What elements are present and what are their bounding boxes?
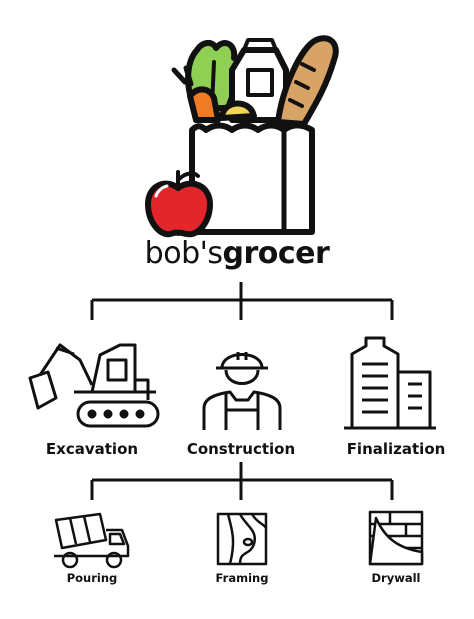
phase-label-construction: Construction [186, 440, 296, 458]
cement-mixer-icon [54, 512, 130, 569]
drywall-icon [368, 510, 424, 566]
grocery-bag-logo-icon [145, 35, 339, 238]
brand-name-part1: bob's [144, 236, 223, 271]
worker-icon [202, 352, 282, 430]
subphase-label-pouring: Pouring [66, 571, 118, 585]
brand-name: bob'sgrocer [0, 236, 474, 271]
excavator-icon [28, 343, 160, 428]
phase-label-excavation: Excavation [45, 440, 139, 458]
phase-label-finalization: Finalization [346, 440, 446, 458]
wood-grain-icon [216, 512, 268, 566]
building-icon [344, 336, 436, 430]
lemon-icon [219, 100, 257, 121]
subphase-label-drywall: Drywall [371, 571, 421, 585]
bread-icon [275, 35, 339, 127]
brand-name-part2: grocer [222, 236, 330, 271]
connector-lines [90, 282, 394, 500]
apple-icon [145, 180, 213, 238]
carrot-icon [187, 86, 221, 123]
subphase-label-framing: Framing [215, 571, 269, 585]
